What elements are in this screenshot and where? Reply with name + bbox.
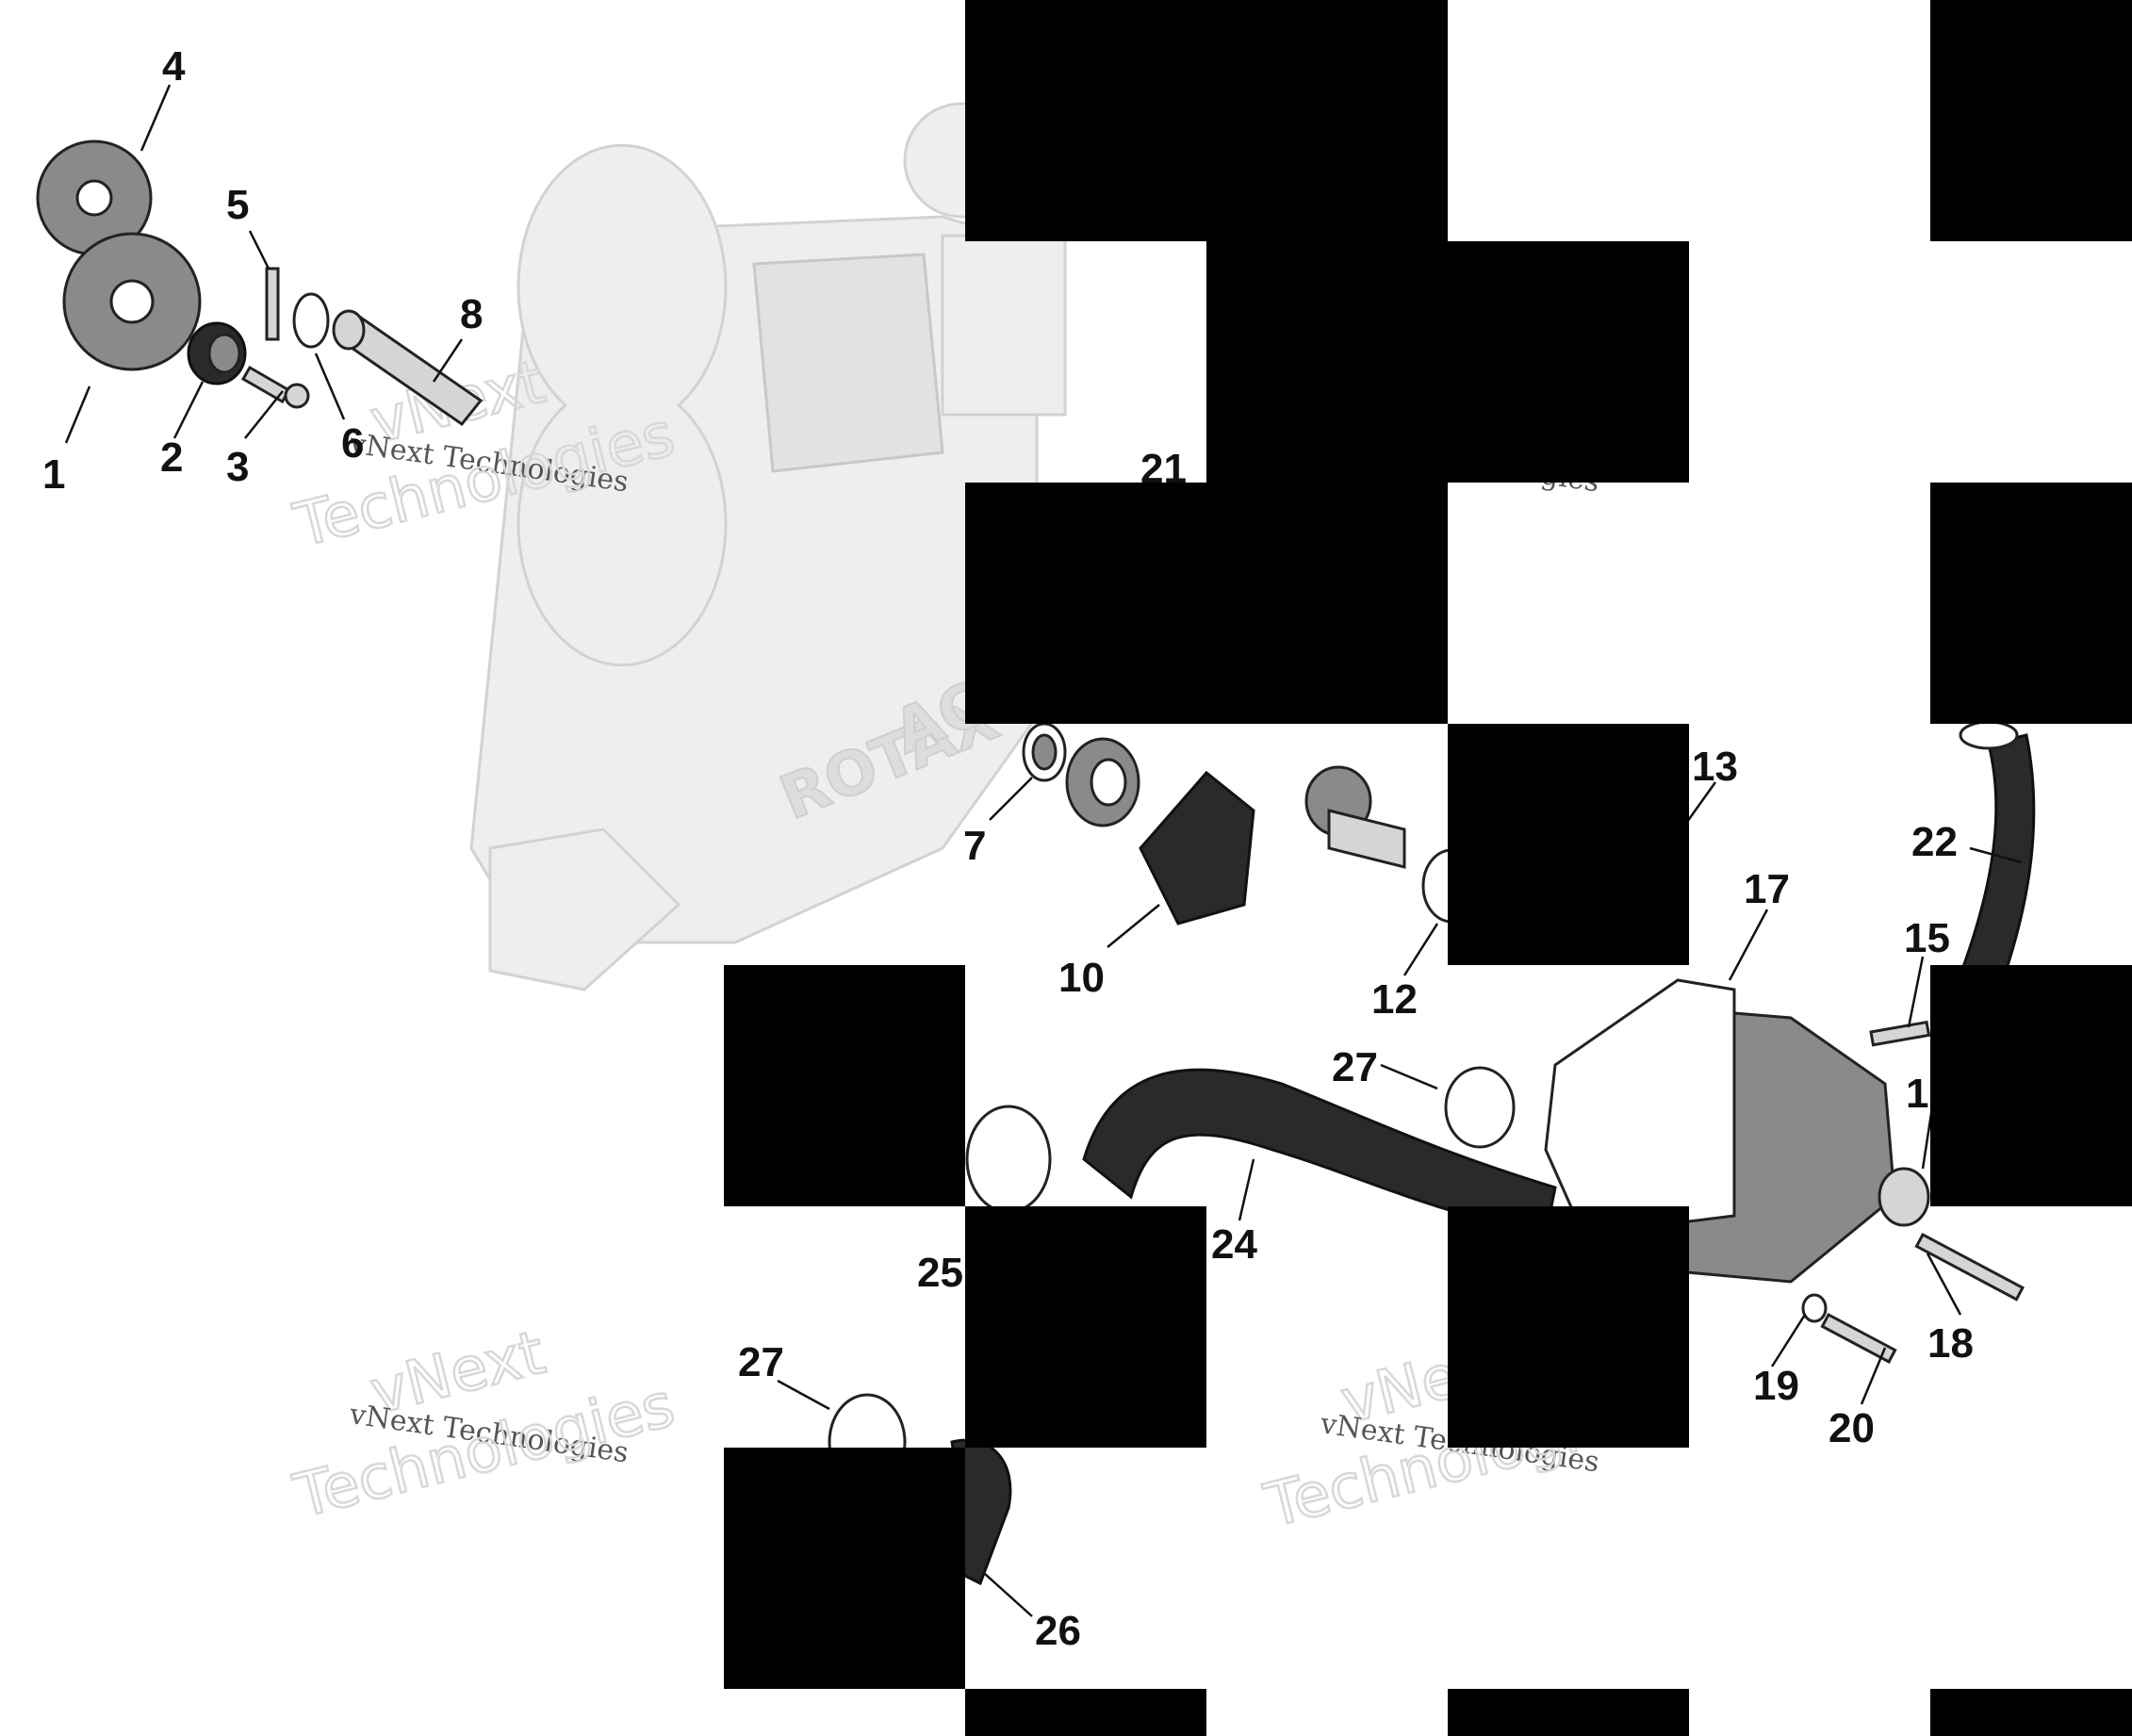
- mask-block: [965, 483, 1448, 724]
- callout-1: 1: [42, 451, 65, 498]
- mask-block: [965, 1689, 1206, 1736]
- callout-27-top: 27: [1332, 1044, 1378, 1090]
- callout-6: 6: [341, 420, 364, 467]
- washer-19: [1801, 1293, 1828, 1323]
- callout-17: 17: [1744, 866, 1790, 912]
- seal-7: [1022, 722, 1067, 782]
- mask-block: [1206, 241, 1689, 483]
- mask-block: [965, 0, 1448, 241]
- engine-cover-ghost: ROTAX ACE: [469, 102, 1067, 991]
- washer-6: [292, 292, 330, 349]
- bolt-18: [1914, 1232, 2025, 1302]
- bolt-20: [1820, 1312, 1897, 1364]
- clamp-top-right: [1959, 720, 2019, 750]
- watermark-left-bottom: vNext vNext Technologies Technologies: [287, 1317, 682, 1533]
- mask-block: [724, 1448, 965, 1689]
- mask-block: [724, 965, 965, 1206]
- callout-19: 19: [1753, 1363, 1799, 1409]
- mask-block: [965, 1206, 1206, 1448]
- callout-24: 24: [1211, 1221, 1257, 1268]
- impeller-10: [1139, 770, 1255, 925]
- callout-13: 13: [1692, 744, 1738, 790]
- callout-26: 26: [1035, 1608, 1081, 1654]
- clamp-27-top: [1444, 1066, 1516, 1149]
- mask-block: [1930, 0, 2132, 241]
- mask-block: [1448, 724, 1689, 965]
- callout-22: 22: [1911, 819, 1958, 865]
- hose-24: [1082, 1068, 1557, 1236]
- callout-2: 2: [160, 434, 183, 481]
- pin-5: [265, 267, 280, 341]
- mask-block: [1930, 965, 2132, 1206]
- occlusion-blocks: [724, 0, 2132, 1736]
- mask-block: [1448, 1206, 1689, 1448]
- callout-25: 25: [917, 1250, 963, 1296]
- clamp-25: [965, 1105, 1052, 1214]
- callout-8: 8: [460, 291, 483, 337]
- gear-1: [62, 232, 202, 371]
- bushing-16: [1878, 1167, 1930, 1227]
- mask-block: [1930, 1689, 2132, 1736]
- callout-15: 15: [1904, 915, 1950, 961]
- callout-20: 20: [1829, 1405, 1875, 1451]
- callout-3: 3: [226, 444, 249, 490]
- callout-12: 12: [1371, 976, 1418, 1023]
- bolt-15: [1869, 1020, 1931, 1047]
- gasket-17: [1544, 978, 1736, 1236]
- mask-block: [1930, 483, 2132, 724]
- callout-27-bottom: 27: [738, 1339, 784, 1385]
- callout-5: 5: [226, 182, 249, 228]
- bushing-2: [187, 321, 247, 385]
- callout-7: 7: [963, 823, 986, 869]
- shaft-8: [332, 309, 484, 427]
- leader-lines: [64, 84, 2023, 1617]
- thermostat: [1304, 765, 1406, 869]
- mechanical-seal: [1065, 737, 1140, 827]
- callout-18: 18: [1927, 1320, 1974, 1367]
- callout-10: 10: [1058, 955, 1105, 1001]
- callout-4: 4: [162, 43, 186, 90]
- bolt-3: [240, 365, 310, 409]
- mask-block: [1448, 1689, 1689, 1736]
